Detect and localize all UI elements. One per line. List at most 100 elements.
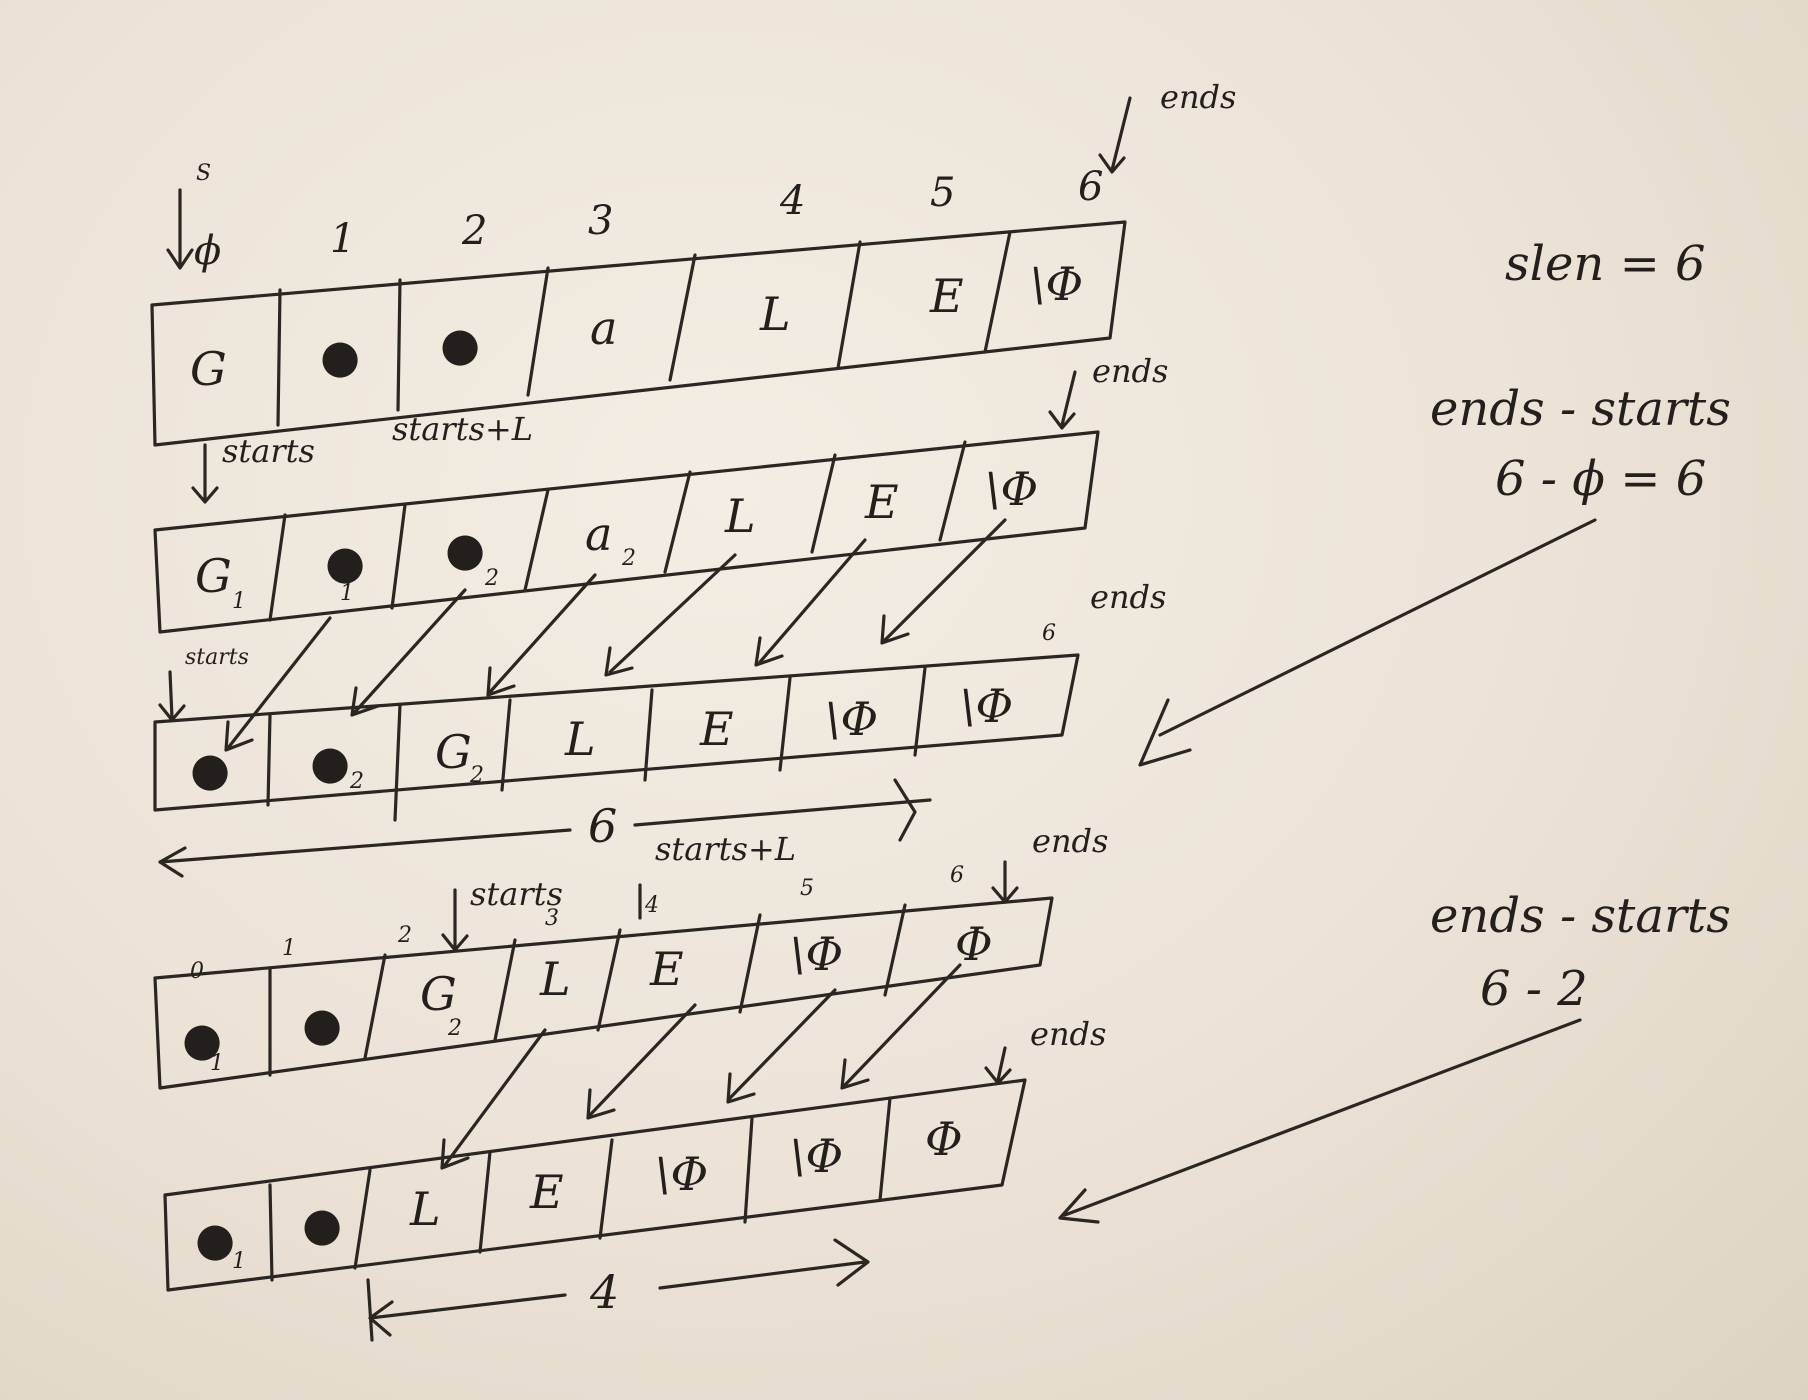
row-1-cell-6: \Φ bbox=[1030, 257, 1083, 311]
row-5-cell-0: ● bbox=[195, 1212, 235, 1266]
row-4-label-starts: starts bbox=[470, 875, 563, 913]
row-5-sub-0: 1 bbox=[232, 1249, 246, 1274]
shift-arrow bbox=[486, 573, 597, 697]
shift-arrow bbox=[726, 988, 837, 1104]
row-3-cell-4: E bbox=[699, 702, 734, 756]
shift-arrow bbox=[350, 588, 467, 717]
row-1-index-4: 4 bbox=[779, 178, 805, 224]
array-row-1: ϕ 1 2 3 4 5 6 S ends G ● ● a L E \Φ bbox=[150, 78, 1236, 447]
row-2-label-starts: starts bbox=[222, 432, 315, 470]
row-1-index-2: 2 bbox=[461, 208, 487, 254]
row-5-span-label: 4 bbox=[589, 1265, 619, 1319]
row-4-cell-6: Φ bbox=[955, 917, 993, 971]
row-3-outline bbox=[153, 653, 1080, 812]
shift-arrow bbox=[586, 1003, 697, 1120]
row-4-index-5: 5 bbox=[800, 876, 814, 901]
array-row-5: ends ● ● L E \Φ \Φ Φ 1 4 bbox=[163, 1015, 1106, 1342]
row-3-label-ends: ends bbox=[1090, 578, 1166, 616]
row-4-index-2: 2 bbox=[397, 923, 412, 948]
row-4-dividers bbox=[268, 903, 907, 1077]
note-calc1-line2: 6 - ϕ = 6 bbox=[1495, 451, 1706, 507]
row-1-index-6: 6 bbox=[1078, 164, 1103, 210]
row-4-starts-arrows bbox=[441, 883, 642, 952]
row-4-index-3: 3 bbox=[545, 906, 559, 931]
row-3-cell-2: G bbox=[435, 725, 472, 779]
note-calc2-line1: ends - starts bbox=[1430, 888, 1731, 944]
shift-arrow bbox=[840, 963, 962, 1090]
row-5-cell-5: \Φ bbox=[790, 1129, 843, 1183]
row-5-cell-2: L bbox=[409, 1182, 441, 1236]
row-4-cell-2: G bbox=[420, 967, 457, 1021]
row-4-cell-0: ● bbox=[182, 1012, 222, 1066]
row-5-cell-6: Φ bbox=[925, 1112, 963, 1166]
row-1-label-ends: ends bbox=[1160, 78, 1236, 116]
row-3-cell-0: ● bbox=[190, 742, 230, 796]
row-4-ends-arrow bbox=[991, 860, 1019, 904]
row-3-cell-5: \Φ bbox=[825, 692, 878, 746]
row-2-cell-1: ● bbox=[325, 535, 365, 589]
row-3-span-label: 6 bbox=[588, 799, 617, 853]
row-3-span-arrow bbox=[158, 778, 932, 878]
row-4-outline bbox=[153, 896, 1054, 1090]
note-slen: slen = 6 bbox=[1505, 236, 1706, 292]
row-2-cell-5: E bbox=[864, 475, 899, 529]
row-4-index-6: 6 bbox=[950, 863, 964, 888]
row-2-starts-arrow bbox=[191, 443, 219, 504]
row-2-sub-3: 2 bbox=[621, 546, 636, 571]
row-3-sub-1: 2 bbox=[349, 769, 364, 794]
row-1-start-arrow bbox=[166, 188, 194, 270]
row-1-index-0: ϕ bbox=[194, 228, 221, 274]
note-calc2-line2: 6 - 2 bbox=[1480, 961, 1588, 1017]
side-notes: slen = 6 ends - starts 6 - ϕ = 6 ends - … bbox=[1058, 236, 1731, 1224]
row-1-cell-4: L bbox=[759, 287, 791, 341]
row-2-ends-arrow bbox=[1048, 370, 1077, 430]
row-2-cell-4: L bbox=[724, 489, 756, 543]
row-3-label-starts: starts bbox=[185, 645, 249, 670]
row-5-label-ends: ends bbox=[1030, 1015, 1106, 1053]
note-calc1-line1: ends - starts bbox=[1430, 381, 1731, 437]
row-1-cell-3: a bbox=[590, 301, 617, 355]
row-2-cell-6: \Φ bbox=[985, 462, 1038, 516]
row-3-cell-1: ● bbox=[310, 735, 350, 789]
row-5-span-arrow bbox=[366, 1238, 870, 1342]
row-4-cell-3: L bbox=[539, 952, 571, 1006]
shift-arrow bbox=[224, 616, 332, 752]
row-4-cell-4: E bbox=[649, 942, 684, 996]
array-row-2: starts starts+L ends G ● ● a L E \Φ 1 1 … bbox=[153, 352, 1168, 634]
row-3-dividers bbox=[266, 666, 927, 822]
row-3-cell-3: L bbox=[564, 712, 596, 766]
row-2-outline bbox=[153, 430, 1100, 634]
row-4-sub-2: 2 bbox=[447, 1016, 462, 1041]
row-2-cell-2: ● bbox=[445, 522, 485, 576]
row-3-sub-2: 2 bbox=[469, 763, 484, 788]
row-1-cell-0: G bbox=[190, 342, 227, 396]
shift-arrow bbox=[754, 538, 867, 667]
row-1-index-3: 3 bbox=[588, 198, 613, 244]
array-row-4: 0 1 2 3 4 5 6 starts starts+L ends ● ● G… bbox=[153, 822, 1108, 1090]
row-1-cell-5: E bbox=[929, 269, 964, 323]
row-2-cell-0: G bbox=[195, 549, 232, 603]
row-2-sub-2: 2 bbox=[484, 566, 499, 591]
row-4-cell-1: ● bbox=[302, 997, 342, 1051]
row-4-index-4: 4 bbox=[644, 893, 659, 918]
row-1-index-1: 1 bbox=[330, 216, 355, 262]
note-calc2-arrow bbox=[1058, 1018, 1582, 1224]
row-2-cell-3: a bbox=[585, 507, 612, 561]
row-4-index-0: 0 bbox=[190, 959, 204, 984]
row-3-cell-6: \Φ bbox=[960, 679, 1013, 733]
shift-arrow bbox=[604, 553, 737, 677]
row-5-dividers bbox=[268, 1096, 892, 1282]
row-2-label-ends: ends bbox=[1092, 352, 1168, 390]
shift-arrow bbox=[440, 1028, 547, 1170]
row-4-index-1: 1 bbox=[282, 936, 296, 961]
row-2-dividers bbox=[268, 440, 967, 622]
row-4-label-ends: ends bbox=[1032, 822, 1108, 860]
shift-arrow bbox=[880, 518, 1007, 645]
row-5-cell-3: E bbox=[529, 1165, 564, 1219]
row-4-label-starts-plus: starts+L bbox=[655, 830, 796, 868]
row-4-sub-0: 1 bbox=[210, 1051, 224, 1076]
note-calc1-arrow bbox=[1138, 518, 1597, 767]
row-1-outline bbox=[150, 220, 1127, 447]
row-1-label-s: S bbox=[196, 161, 211, 186]
